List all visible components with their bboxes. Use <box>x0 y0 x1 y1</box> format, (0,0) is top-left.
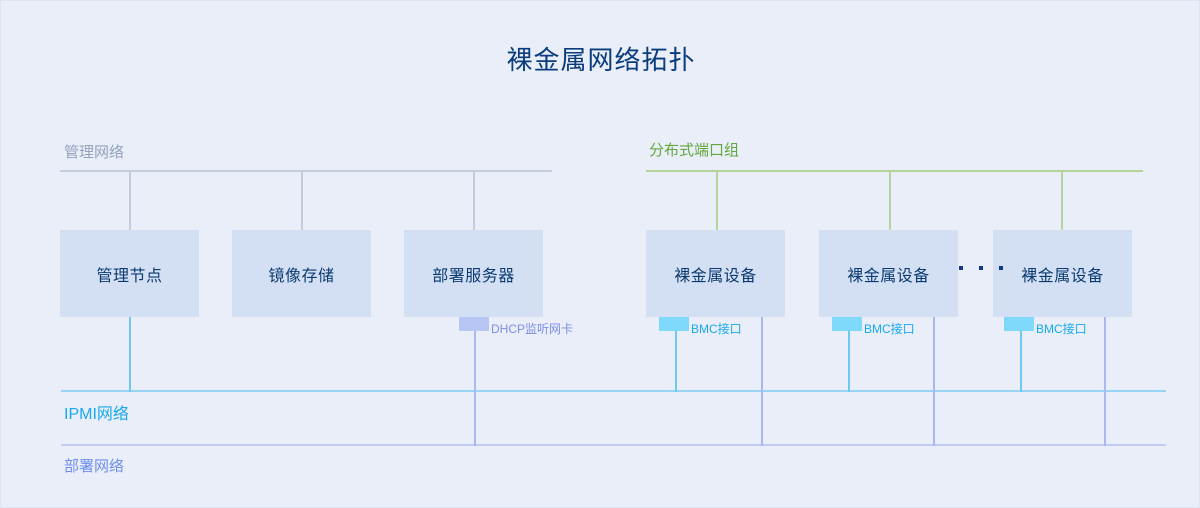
node-label: 管理节点 <box>96 267 163 285</box>
management-network-bus <box>60 170 552 172</box>
bmc-port-label-2: BMC接口 <box>864 322 915 336</box>
bmc-nic-icon-2 <box>832 317 862 331</box>
node-deploy-server[interactable]: 部署服务器 <box>404 230 543 317</box>
zone-label-ipmi-network: IPMI网络 <box>64 406 129 423</box>
zone-label-distributed-port-group: 分布式端口组 <box>649 142 740 159</box>
node-bare-metal-device-2[interactable]: 裸金属设备 <box>819 230 958 317</box>
node-bare-metal-device-3[interactable]: 裸金属设备 <box>993 230 1132 317</box>
connector-mgmt-bus-to-image-storage <box>301 170 303 230</box>
ipmi-network-bus <box>61 390 1166 392</box>
connector-bmc-2-to-ipmi-network <box>848 323 850 392</box>
connector-dpg-bus-to-bare-metal-2 <box>889 170 891 230</box>
connector-bare-metal-1-to-deploy-network <box>761 317 763 446</box>
bmc-port-label-3: BMC接口 <box>1036 322 1087 336</box>
ellipsis-dot <box>959 266 963 270</box>
connector-dhcp-nic-to-deploy-network <box>474 323 476 446</box>
connector-mgmt-bus-to-deploy-server <box>473 170 475 230</box>
distributed-port-group-bus <box>646 170 1143 172</box>
connector-bare-metal-3-to-deploy-network <box>1104 317 1106 446</box>
connector-dpg-bus-to-bare-metal-1 <box>716 170 718 230</box>
ellipsis-more-devices <box>959 266 1003 270</box>
bmc-nic-icon-3 <box>1004 317 1034 331</box>
node-label: 镜像存储 <box>268 267 335 285</box>
zone-label-deploy-network: 部署网络 <box>64 458 125 475</box>
bmc-port-label-1: BMC接口 <box>691 322 742 336</box>
node-label: 部署服务器 <box>432 267 515 285</box>
deploy-network-bus <box>61 444 1166 446</box>
dhcp-nic-icon <box>459 317 489 331</box>
connector-management-node-to-ipmi-network <box>129 317 131 392</box>
page-title: 裸金属网络拓扑 <box>506 45 696 75</box>
ellipsis-dot <box>979 266 983 270</box>
connector-bare-metal-2-to-deploy-network <box>933 317 935 446</box>
dhcp-nic-label: DHCP监听网卡 <box>491 322 574 336</box>
node-label: 裸金属设备 <box>1021 267 1104 285</box>
connector-mgmt-bus-to-management-node <box>129 170 131 230</box>
node-label: 裸金属设备 <box>674 267 757 285</box>
node-bare-metal-device-1[interactable]: 裸金属设备 <box>646 230 785 317</box>
node-image-storage[interactable]: 镜像存储 <box>232 230 371 317</box>
bmc-nic-icon-1 <box>659 317 689 331</box>
connector-bmc-3-to-ipmi-network <box>1020 323 1022 392</box>
connector-dpg-bus-to-bare-metal-3 <box>1061 170 1063 230</box>
node-label: 裸金属设备 <box>847 267 930 285</box>
zone-label-management-network: 管理网络 <box>64 144 125 161</box>
node-management-node[interactable]: 管理节点 <box>60 230 199 317</box>
ellipsis-dot <box>999 266 1003 270</box>
connector-bmc-1-to-ipmi-network <box>675 323 677 392</box>
